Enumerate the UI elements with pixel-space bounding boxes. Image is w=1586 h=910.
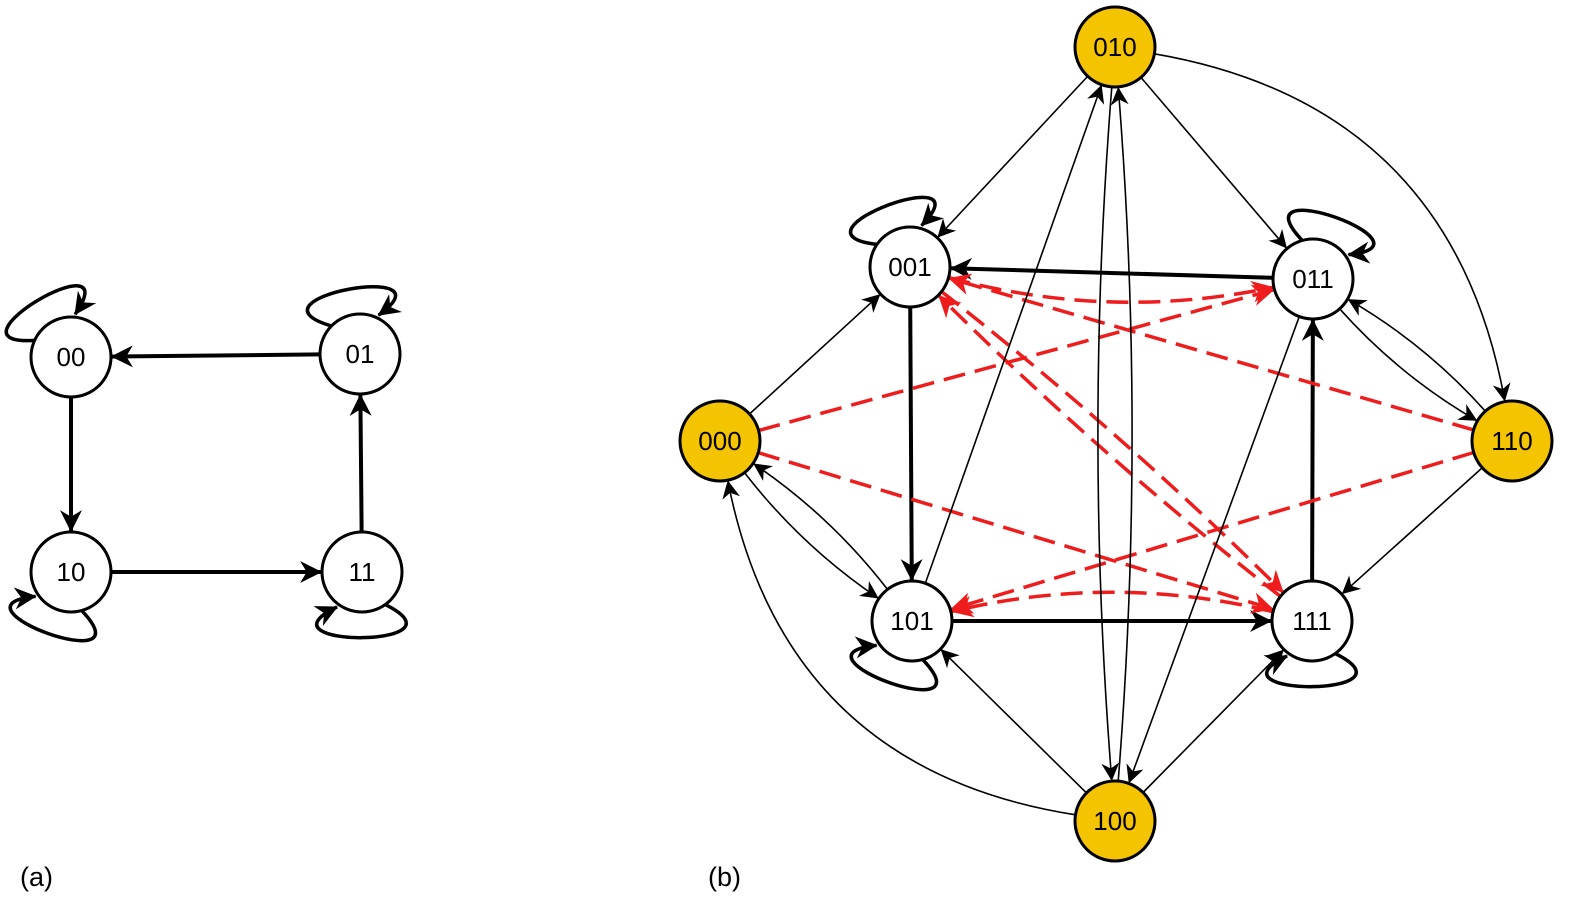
state-node-00: 00	[29, 315, 113, 399]
state-node-101: 101	[870, 579, 954, 663]
edge-111-to-101	[950, 590, 1274, 618]
state-label: 10	[57, 557, 86, 587]
state-node-100: 100	[1073, 779, 1157, 863]
panel-b-label: (b)	[708, 862, 741, 892]
edge-000-to-001	[748, 294, 881, 415]
state-label: 101	[890, 606, 933, 636]
edge-001-to-011	[948, 275, 1274, 304]
state-label: 110	[1491, 426, 1532, 456]
panel-b-diagram: 010 001 011 000 110 101 111 100	[678, 5, 1554, 863]
edge-110-to-011	[1347, 298, 1486, 412]
state-node-011: 011	[1271, 237, 1355, 321]
edge-100-to-101	[940, 649, 1088, 794]
state-label: 011	[1292, 264, 1333, 294]
edge-101-to-010	[924, 84, 1105, 584]
edge-000-to-111	[757, 450, 1274, 614]
edge-011-to-110	[1339, 308, 1478, 422]
edge-111-to-001	[937, 294, 1282, 598]
self-loop-11	[313, 602, 408, 640]
self-loop-00	[4, 284, 97, 343]
edge-110-to-101	[950, 450, 1475, 614]
state-node-01: 01	[318, 312, 402, 396]
self-loop-10	[8, 587, 98, 643]
edge-010-to-011	[1140, 76, 1287, 249]
edge-01-to-00	[110, 345, 321, 368]
panel-a-diagram: 00 01 10 11	[4, 284, 408, 643]
edge-001-to-111	[940, 290, 1285, 594]
edge-001-to-101	[900, 306, 923, 582]
state-node-111: 111	[1270, 579, 1354, 663]
edge-000-to-101	[743, 472, 879, 599]
edge-100-to-000	[722, 480, 1076, 816]
edge-010-to-110	[1154, 53, 1511, 402]
edge-110-to-001	[948, 273, 1475, 432]
self-loop-011	[1286, 208, 1376, 264]
state-label: 000	[698, 426, 741, 456]
state-node-11: 11	[320, 530, 404, 614]
state-node-10: 10	[29, 530, 113, 614]
state-label: 100	[1093, 806, 1136, 836]
edge-010-to-001	[937, 75, 1089, 238]
state-label: 001	[888, 252, 931, 282]
self-loop-111	[1263, 651, 1358, 689]
edge-011-to-100	[1126, 316, 1301, 784]
edge-010-to-100	[1097, 86, 1120, 782]
edge-101-to-000	[753, 463, 889, 590]
self-loop-101	[849, 636, 939, 692]
state-label: 111	[1292, 606, 1332, 636]
edge-11-to-01	[349, 393, 372, 533]
state-label: 010	[1093, 32, 1136, 62]
state-node-110: 110	[1470, 399, 1554, 483]
edge-110-to-111	[1341, 467, 1483, 595]
state-node-001: 001	[868, 225, 952, 309]
edge-100-to-111	[1142, 649, 1284, 794]
edge-011-to-001	[949, 257, 1274, 280]
edge-111-to-011	[1301, 318, 1324, 582]
self-loop-01	[305, 285, 402, 328]
edge-100-to-010	[1110, 86, 1133, 782]
state-node-010: 010	[1073, 5, 1157, 89]
state-label: 00	[57, 342, 86, 372]
state-label: 11	[349, 557, 376, 587]
self-loop-001	[848, 195, 944, 247]
state-label: 01	[346, 339, 375, 369]
edge-000-to-011	[758, 284, 1275, 433]
panel-a-label: (a)	[20, 862, 53, 892]
state-node-000: 000	[678, 399, 762, 483]
